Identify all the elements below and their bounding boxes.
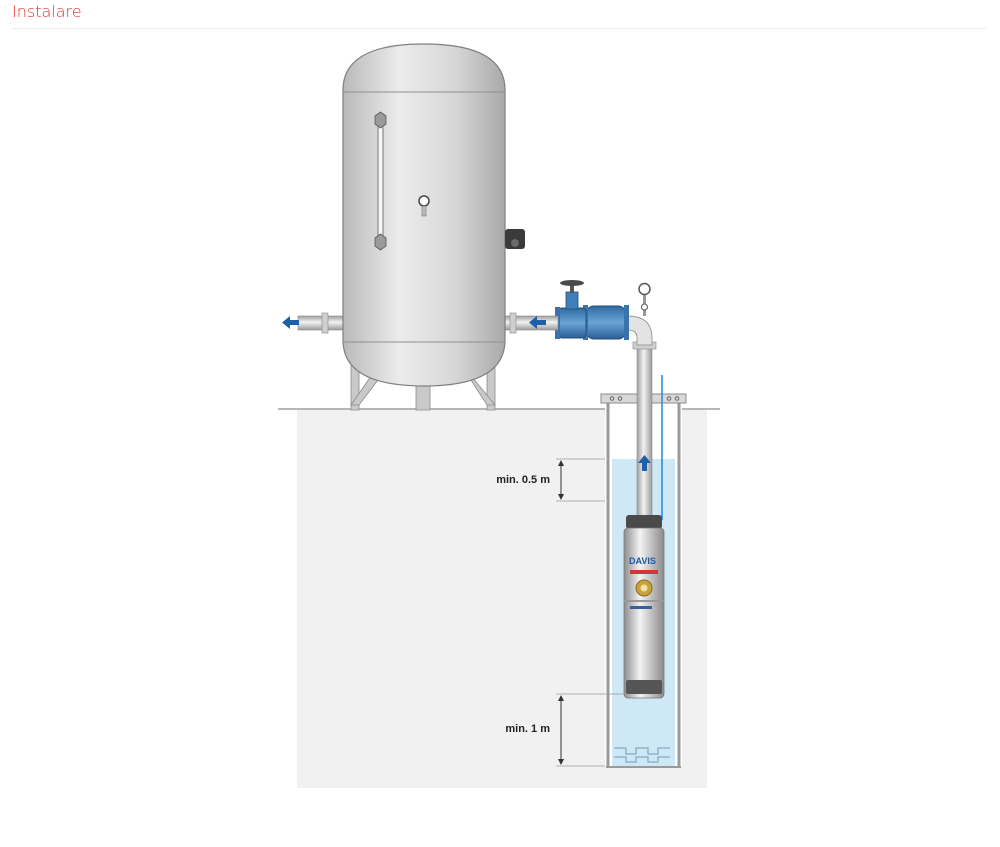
header-divider (12, 28, 986, 29)
min-bottom-clearance-label: min. 1 m (505, 723, 550, 735)
dimension-min-bottom-clearance: min. 1 m (505, 693, 626, 767)
svg-text:DAVIS: DAVIS (629, 556, 656, 566)
well-base (614, 747, 670, 763)
elbow-pipe (623, 315, 653, 346)
dimension-min-submersion: min. 0.5 m (496, 458, 605, 502)
section-title: Instalare (12, 2, 82, 21)
outlet-pipe (297, 315, 345, 331)
min-submersion-label: min. 0.5 m (496, 474, 550, 486)
riser-pipe (636, 344, 653, 521)
tank-gauge-icon (418, 195, 430, 207)
submersible-pump: DAVIS (623, 515, 665, 699)
pressure-tank (342, 43, 525, 387)
flow-up-arrow-icon (638, 455, 651, 471)
check-valve (583, 305, 629, 340)
inlet-flow-arrow-icon (529, 316, 546, 329)
sight-glass (377, 121, 384, 241)
gate-valve-icon (555, 280, 587, 339)
outlet-flow-arrow-icon (282, 316, 299, 329)
pressure-gauge-icon (638, 282, 651, 296)
